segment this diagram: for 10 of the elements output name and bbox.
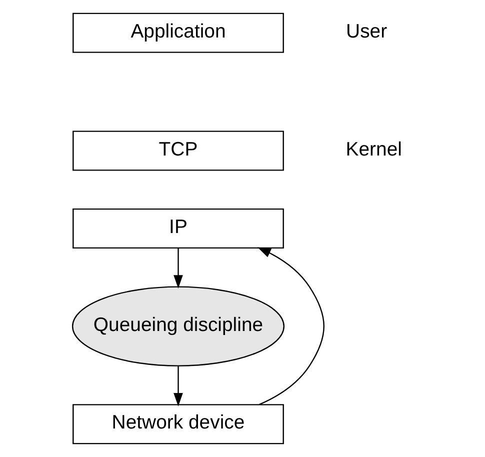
arrow (258, 247, 324, 406)
label: Kernel (346, 138, 402, 160)
node-box: Network device (72, 404, 284, 444)
node-box: IP (72, 208, 284, 249)
arrow (174, 248, 183, 288)
node-box: Application (72, 12, 284, 53)
label: User (346, 20, 388, 42)
node-ellipse: Queueing discipline (72, 286, 285, 366)
node-box: TCP (72, 130, 284, 171)
arrow (174, 366, 183, 406)
